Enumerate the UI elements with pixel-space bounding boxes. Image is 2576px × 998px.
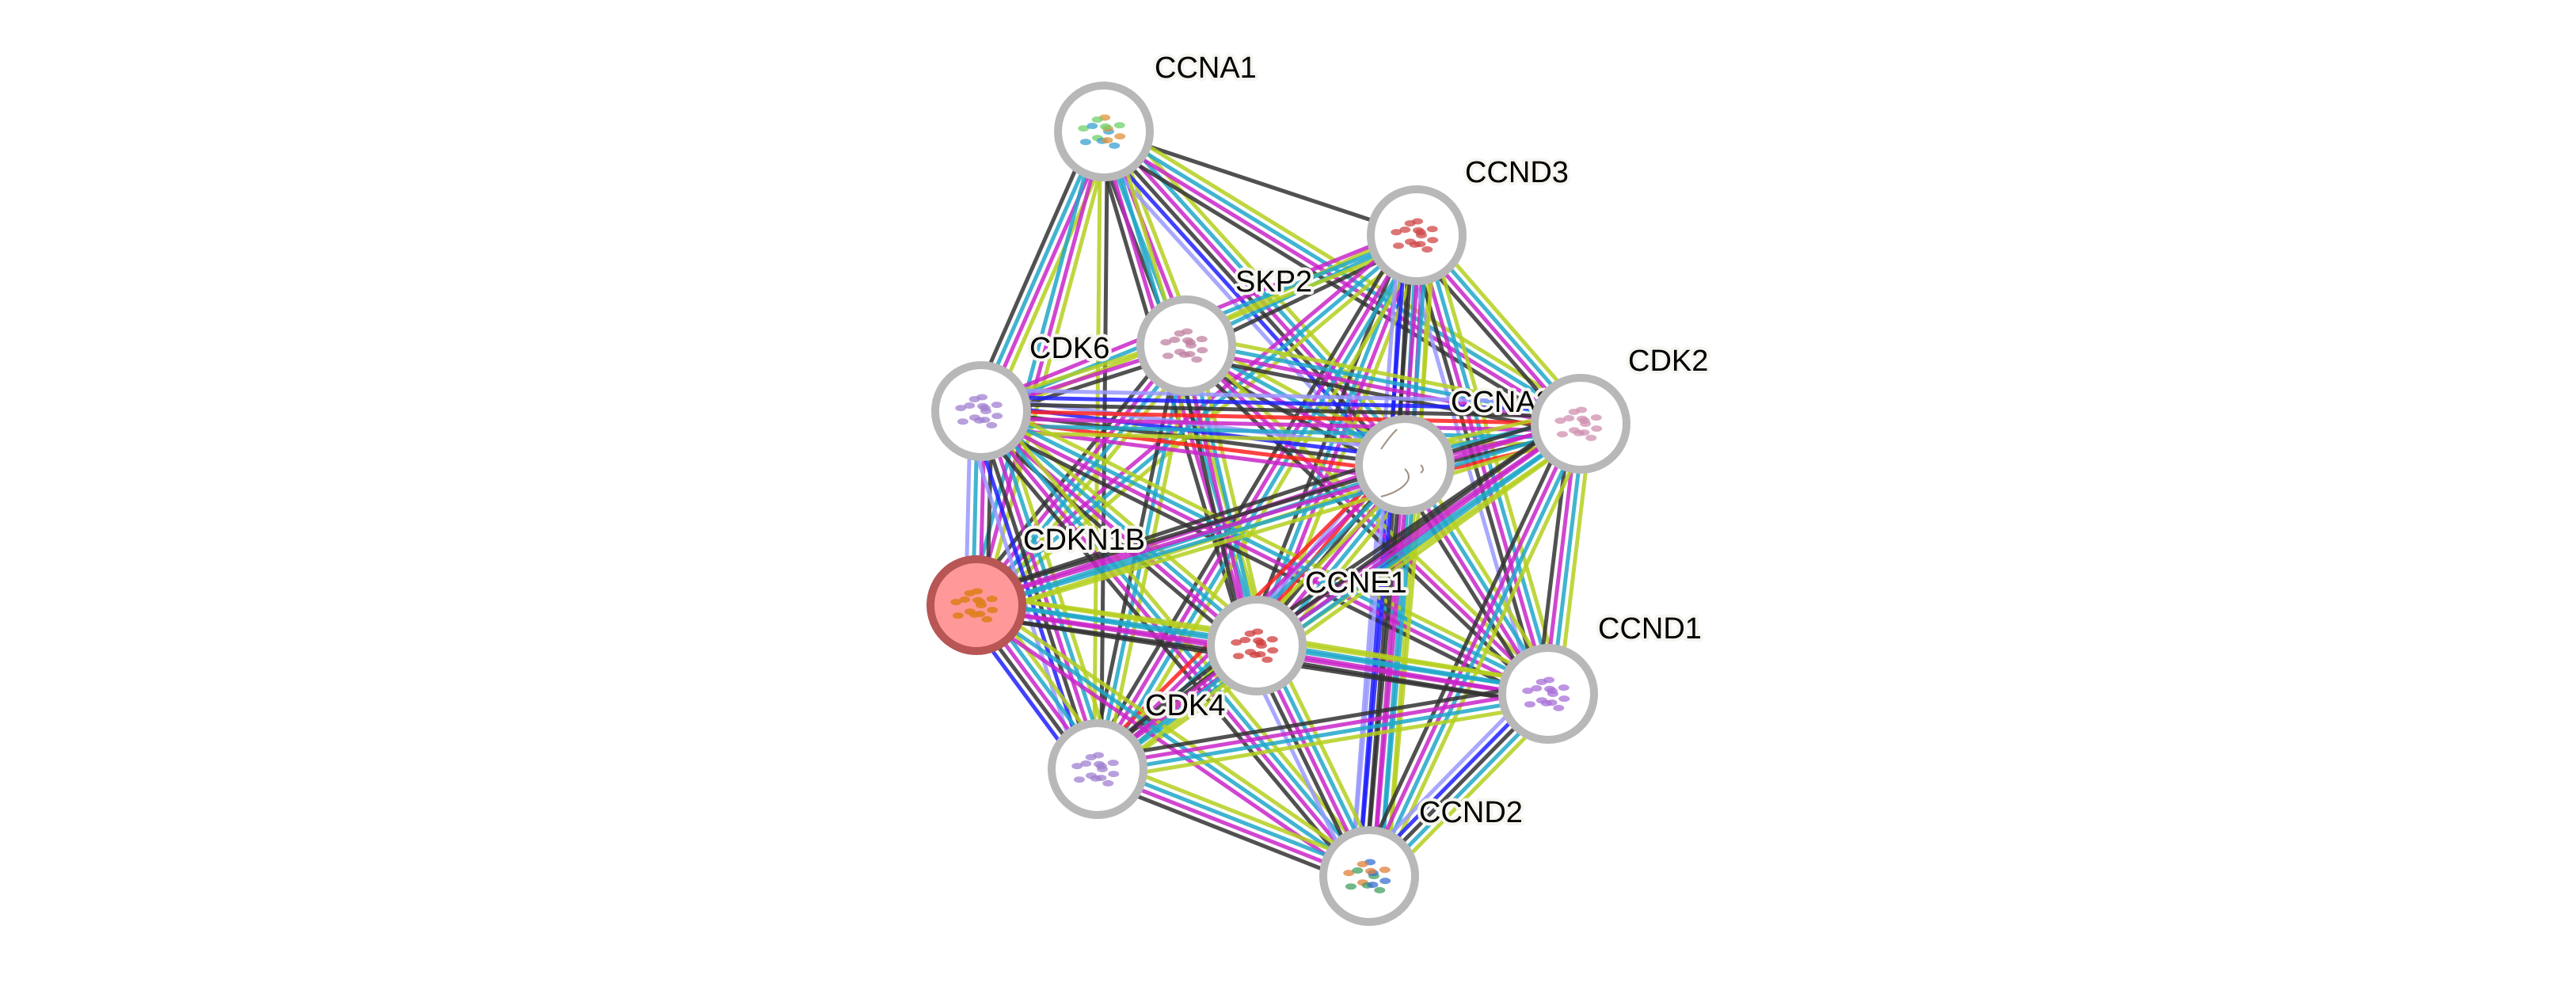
- edge-evidence-experiments: [1092, 232, 1416, 768]
- edge-evidence-coexpression: [969, 126, 1096, 408]
- node-label: CDK4: [1145, 689, 1225, 722]
- node-cdk4[interactable]: CDK4: [1048, 686, 1228, 819]
- edge-evidence-experiments: [1181, 345, 1256, 647]
- node-label: CCNE1: [1305, 566, 1407, 600]
- edge-evidence-database: [976, 425, 1583, 611]
- edge-CDK2-CDK4[interactable]: [1090, 413, 1589, 780]
- edge-evidence-textmining: [981, 132, 1113, 608]
- edge-evidence-database: [975, 603, 1371, 878]
- edge-evidence-coexpression: [1097, 139, 1577, 435]
- node-label: CDK2: [1628, 345, 1708, 378]
- protein-structure-icon: [950, 588, 999, 623]
- edge-evidence-experiments: [980, 416, 1581, 433]
- edge-evidence-textmining: [1098, 702, 1551, 782]
- node-label: CCND3: [1465, 156, 1569, 189]
- edge-evidence-experiments: [1094, 419, 1580, 768]
- edge-evidence-database: [981, 406, 1551, 693]
- edge-evidence-database: [980, 423, 1581, 440]
- edge-evidence-database: [1105, 127, 1584, 423]
- node-ccne1[interactable]: CCNE1: [1207, 563, 1410, 695]
- edge-evidence-database: [1098, 695, 1550, 775]
- edge-evidence-database: [1370, 424, 1586, 878]
- edge-evidence-coexpression: [1086, 228, 1410, 765]
- protein-structure-icon: [1078, 114, 1126, 149]
- node-label: CCND2: [1419, 796, 1523, 829]
- edge-evidence-textmining: [979, 432, 1585, 618]
- edge-evidence-textmining: [1102, 430, 1589, 780]
- node-label: CCNA1: [1155, 51, 1257, 85]
- edge-evidence-textmining: [984, 399, 1554, 687]
- edge-evidence-coexpression: [971, 417, 1363, 885]
- nodes-layer: CCNA1CCND3SKP2CDK6CCNA2CDK2CDKN1BCCNE1CC…: [927, 48, 1711, 926]
- node-ccnd2[interactable]: CCND2: [1319, 793, 1526, 926]
- node-ccnd1[interactable]: CCND1: [1498, 609, 1705, 744]
- edge-evidence-coexpression: [1174, 347, 1249, 649]
- protein-structure-icon: [1160, 328, 1208, 363]
- edge-evidence-database: [975, 234, 1418, 607]
- edge-evidence-experiments: [982, 131, 1109, 413]
- node-cdkn1b[interactable]: CDKN1B: [927, 520, 1148, 655]
- edge-evidence-experiments: [974, 131, 1106, 606]
- protein-structure-icon: [1231, 628, 1279, 663]
- node-cdk6[interactable]: CDK6: [931, 329, 1113, 461]
- edge-evidence-coexpression: [1357, 418, 1573, 873]
- edge-evidence-coexpression: [972, 411, 1578, 597]
- node-circle[interactable]: [1355, 415, 1455, 515]
- edge-CDK2-CDKN1B[interactable]: [972, 411, 1585, 618]
- edge-evidence-coexpression: [1090, 413, 1576, 763]
- edge-evidence-database: [1098, 425, 1585, 774]
- edge-evidence-textmining: [979, 597, 1375, 872]
- edge-evidence-experiments: [978, 412, 1548, 699]
- edge-evidence-coexpression: [1254, 653, 1547, 707]
- edge-CCND1-CDK4[interactable]: [1095, 681, 1551, 782]
- edge-CCNA1-CDK6[interactable]: [969, 126, 1116, 417]
- edge-CDK6-CCND1[interactable]: [975, 399, 1554, 706]
- edge-evidence-coexpression: [972, 417, 1251, 656]
- edge-evidence-experiments: [1096, 688, 1548, 768]
- edge-evidence-coexpression: [1095, 681, 1547, 761]
- node-label: CDKN1B: [1023, 524, 1145, 557]
- edge-evidence-textmining: [1258, 633, 1551, 686]
- edge-evidence-coexpression: [981, 402, 1581, 419]
- protein-structure-icon: [1554, 406, 1603, 441]
- node-skp2[interactable]: SKP2: [1136, 262, 1315, 395]
- node-ccna1[interactable]: CCNA1: [1054, 48, 1260, 181]
- edge-CDK2-CCND2[interactable]: [1357, 418, 1592, 882]
- protein-structure-icon: [1071, 752, 1120, 787]
- edge-evidence-experiments: [1105, 128, 1410, 464]
- node-cdk2[interactable]: CDK2: [1531, 341, 1711, 474]
- node-ccnd3[interactable]: CCND3: [1367, 153, 1572, 285]
- edge-evidence-coexpression: [975, 418, 1545, 706]
- edge-CDK6-CDK2[interactable]: [980, 387, 1581, 448]
- protein-structure-icon: [1343, 859, 1391, 893]
- edge-evidence-database: [1098, 236, 1422, 772]
- node-label: SKP2: [1235, 265, 1312, 299]
- edge-evidence-homology: [981, 387, 1581, 405]
- node-label: CCND1: [1598, 612, 1702, 646]
- protein-structure-icon: [1391, 218, 1439, 253]
- edge-evidence-database: [976, 129, 1103, 411]
- edge-evidence-textmining: [1376, 427, 1592, 882]
- node-label: CDK6: [1029, 332, 1109, 365]
- edge-evidence-experiments: [1364, 421, 1580, 876]
- protein-structure-icon: [1522, 676, 1570, 711]
- edge-evidence-textmining: [989, 135, 1116, 417]
- edge-evidence-experiments: [974, 418, 1581, 604]
- edge-evidence-fusion: [980, 409, 1581, 426]
- edge-evidence-cooccurrence: [981, 394, 1581, 412]
- edge-evidence-experiments: [977, 412, 1256, 650]
- protein-structure-icon: [1380, 429, 1424, 497]
- protein-structure-icon: [955, 394, 1003, 429]
